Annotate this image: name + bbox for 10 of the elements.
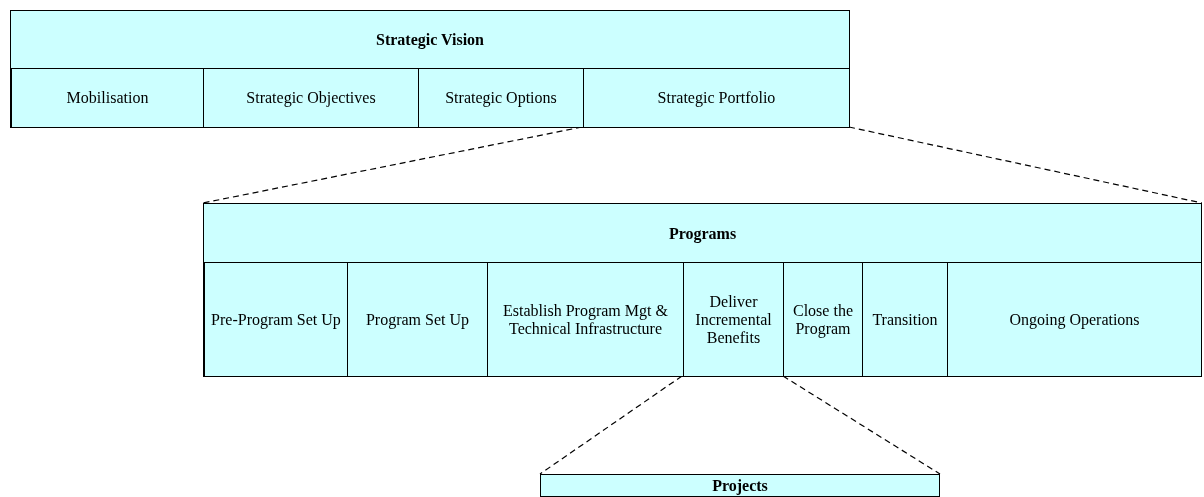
heading-text: Strategic Vision xyxy=(376,31,484,49)
dashed-zoom-line xyxy=(782,375,941,475)
phase-cell: Pre-Program Set Up xyxy=(204,262,348,377)
stage-panel xyxy=(540,474,940,497)
heading-text: Projects xyxy=(712,476,768,495)
stage-panel xyxy=(203,203,1202,377)
stage-panel xyxy=(10,10,850,128)
dashed-zoom-line xyxy=(539,375,683,475)
heading-text: Programs xyxy=(668,224,737,243)
phase-cell: Mobilisation xyxy=(11,68,204,128)
